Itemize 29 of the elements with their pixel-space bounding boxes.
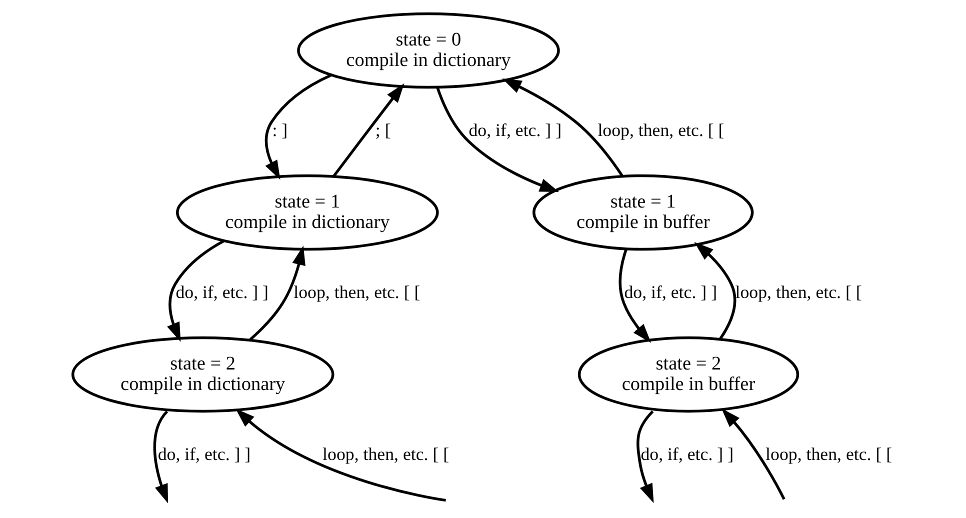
edge-label: ; [ — [375, 120, 391, 140]
arrow — [249, 246, 306, 341]
edge-label: do, if, etc. ] ] — [176, 282, 269, 302]
edge-label: do, if, etc. ] ] — [624, 282, 718, 302]
arrow — [502, 78, 624, 177]
node-ellipse: state = 0 compile in dictionary — [297, 12, 560, 89]
arrow — [264, 74, 332, 180]
edge-label: do, if, etc. ] ] — [640, 444, 734, 464]
arrow — [332, 83, 404, 177]
edge-label: : ] — [272, 120, 288, 140]
edge-label: loop, then, etc. [ [ — [598, 120, 724, 140]
arrow — [618, 248, 652, 343]
arrow — [721, 408, 786, 500]
edge-label: loop, then, etc. [ [ — [766, 444, 892, 464]
node-ellipse: state = 2 compile in dictionary — [71, 336, 334, 413]
node-ellipse: state = 2 compile in buffer — [578, 336, 800, 413]
arrow — [694, 242, 736, 340]
edge-label: loop, then, etc. [ [ — [294, 282, 420, 302]
node-ellipse: state = 1 compile in dictionary — [176, 174, 439, 251]
arrow — [236, 408, 446, 502]
arrow — [636, 410, 654, 504]
edge-label: do, if, etc. ] ] — [158, 444, 251, 464]
edge-label: do, if, etc. ] ] — [468, 120, 562, 140]
arrow — [436, 86, 560, 192]
arrow — [167, 240, 225, 342]
edge-label: loop, then, etc. [ [ — [735, 282, 862, 302]
edge-label: loop, then, etc. [ [ — [322, 444, 450, 464]
node-ellipse: state = 1 compile in buffer — [532, 174, 754, 251]
arrow — [153, 410, 168, 504]
